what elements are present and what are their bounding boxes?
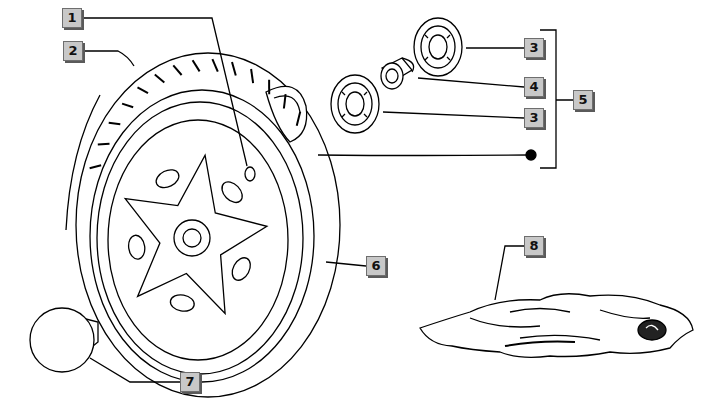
group-bracket bbox=[540, 30, 573, 168]
callout-number: 6 bbox=[366, 256, 386, 276]
tread-mark bbox=[90, 165, 102, 168]
rim-hole bbox=[153, 166, 182, 191]
tread-mark bbox=[109, 123, 121, 124]
rim-hole bbox=[218, 178, 246, 206]
callout-number: 7 bbox=[180, 372, 200, 392]
callout-number: 1 bbox=[62, 8, 82, 28]
wheel-spokes bbox=[125, 155, 267, 313]
tread-mark bbox=[297, 112, 301, 126]
leader-line bbox=[495, 246, 524, 300]
leader-line bbox=[326, 262, 366, 266]
bearing-top bbox=[414, 18, 462, 76]
tread-mark bbox=[284, 94, 286, 108]
tread-mark bbox=[173, 65, 181, 75]
tire-section bbox=[266, 86, 307, 142]
tread-marks bbox=[90, 59, 301, 168]
valve bbox=[245, 167, 255, 181]
leader-line bbox=[418, 78, 524, 87]
leader-line bbox=[383, 112, 524, 118]
tread-mark bbox=[98, 143, 110, 146]
rim-hole bbox=[127, 234, 146, 260]
bearing-bottom bbox=[331, 75, 379, 133]
tread-mark bbox=[193, 60, 200, 71]
tread-mark bbox=[232, 62, 236, 76]
tread-mark bbox=[251, 69, 253, 83]
tire bbox=[76, 53, 340, 397]
leader-line bbox=[83, 18, 247, 166]
leader-line bbox=[84, 51, 134, 66]
rim-lip bbox=[90, 90, 314, 382]
rim-face bbox=[97, 102, 303, 374]
tread-mark bbox=[212, 59, 217, 72]
callout-number: 8 bbox=[524, 236, 544, 256]
rim-hole bbox=[169, 293, 195, 313]
hub-centre bbox=[174, 220, 210, 256]
hub-cap bbox=[30, 308, 98, 372]
leader-line bbox=[318, 154, 528, 156]
wheel-hub bbox=[125, 155, 267, 313]
callout-number: 2 bbox=[63, 41, 83, 61]
tire-section-line bbox=[274, 96, 300, 112]
tread-mark bbox=[155, 75, 165, 83]
rim-inner bbox=[108, 120, 288, 360]
hub-axle bbox=[183, 229, 201, 247]
tread-mark bbox=[138, 87, 149, 93]
leader-line bbox=[466, 47, 524, 48]
tread-mark bbox=[268, 80, 270, 94]
callout-number: 3 bbox=[524, 108, 544, 128]
cloth-bag bbox=[420, 294, 693, 358]
tread-mark bbox=[122, 104, 133, 108]
spacer bbox=[381, 58, 414, 89]
callout-number: 4 bbox=[524, 77, 544, 97]
group-dot bbox=[526, 150, 536, 160]
callout-number: 3 bbox=[524, 38, 544, 58]
leader-line bbox=[90, 358, 180, 382]
rim-hole bbox=[229, 255, 254, 284]
callout-number: 5 bbox=[573, 90, 593, 110]
